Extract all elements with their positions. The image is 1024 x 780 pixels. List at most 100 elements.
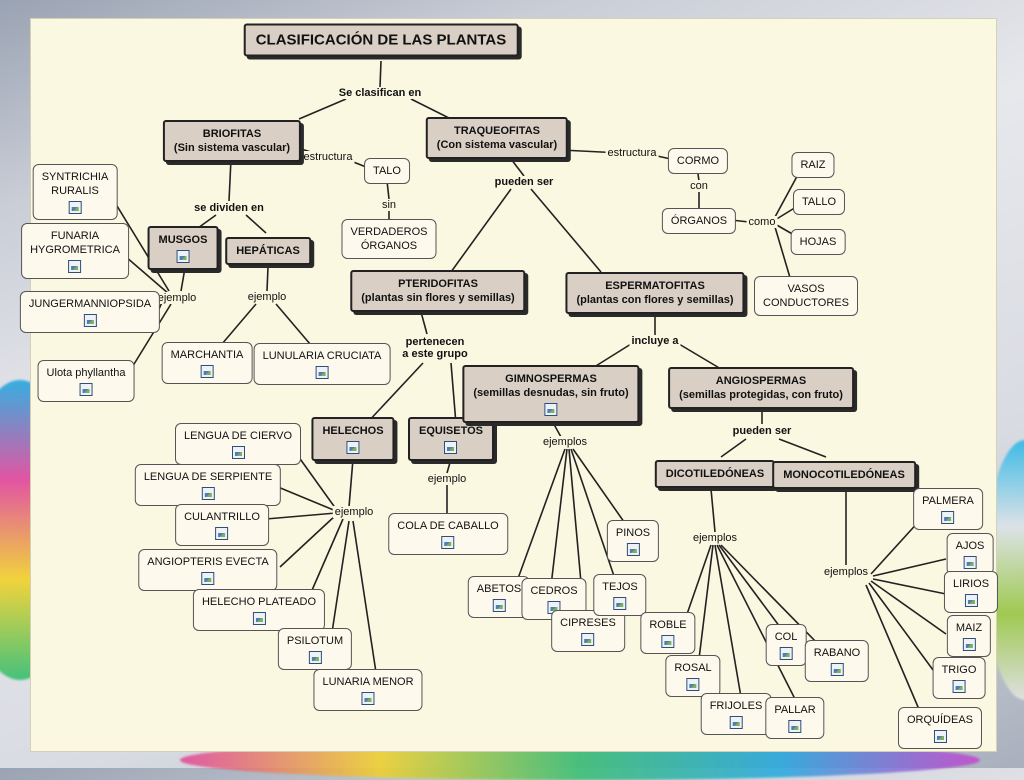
image-icon[interactable] [492, 599, 506, 612]
image-icon[interactable] [581, 633, 595, 646]
image-icon[interactable] [83, 314, 97, 327]
concept-helechos[interactable]: HELECHOS [311, 417, 395, 461]
leaf-trigo[interactable]: TRIGO [932, 657, 986, 699]
image-icon[interactable] [201, 487, 215, 500]
concept-espermatofitas[interactable]: ESPERMATOFITAS (plantas con flores y sem… [565, 272, 745, 314]
image-icon[interactable] [252, 612, 266, 625]
image-icon[interactable] [952, 680, 966, 693]
connector-line [774, 226, 792, 282]
image-icon[interactable] [661, 635, 675, 648]
connector-line [330, 520, 350, 640]
concept-monocotiledoneas[interactable]: MONOCOTILEDÓNEAS [772, 461, 916, 489]
leaf-talo[interactable]: TALO [364, 158, 410, 184]
concept-dicotiledoneas[interactable]: DICOTILEDÓNEAS [654, 460, 776, 488]
leaf-lengua-de-serpiente[interactable]: LENGUA DE SERPIENTE [134, 464, 282, 506]
connector-line [450, 362, 457, 425]
image-icon[interactable] [200, 365, 214, 378]
leaf-label: ORQUÍDEAS [906, 714, 974, 726]
leaf-verdaderos-organos[interactable]: VERDADEROS ÓRGANOS [341, 219, 437, 259]
concept-briofitas[interactable]: BRIOFITAS (Sin sistema vascular) [162, 120, 302, 162]
leaf-cipreses[interactable]: CIPRESES [551, 610, 625, 652]
leaf-frijoles[interactable]: FRIJOLES [700, 693, 772, 735]
leaf-organos[interactable]: ÓRGANOS [661, 208, 737, 234]
image-icon[interactable] [68, 201, 82, 214]
connector-line [515, 448, 566, 585]
image-icon[interactable] [941, 511, 955, 524]
link-label: ejemplo [245, 291, 289, 303]
image-icon[interactable] [962, 638, 976, 651]
image-icon[interactable] [215, 527, 229, 540]
concept-equisetos[interactable]: EQUISETOS [408, 417, 494, 461]
image-icon[interactable] [613, 597, 627, 610]
image-icon[interactable] [231, 446, 245, 459]
leaf-funaria[interactable]: FUNARIA HYGROMETRICA [21, 223, 129, 279]
leaf-label: LENGUA DE SERPIENTE [143, 471, 273, 483]
leaf-rabano[interactable]: RABANO [804, 640, 870, 682]
leaf-orquideas[interactable]: ORQUÍDEAS [897, 707, 983, 749]
leaf-col[interactable]: COL [765, 624, 807, 666]
leaf-lunaria-menor[interactable]: LUNARIA MENOR [313, 669, 423, 711]
leaf-cola-de-caballo[interactable]: COLA DE CABALLO [388, 513, 508, 555]
image-icon[interactable] [308, 651, 322, 664]
image-icon[interactable] [176, 250, 190, 263]
concept-musgos[interactable]: MUSGOS [147, 226, 219, 270]
leaf-pallar[interactable]: PALLAR [765, 697, 825, 739]
image-icon[interactable] [361, 692, 375, 705]
image-icon[interactable] [544, 403, 558, 416]
leaf-psilotum[interactable]: PSILOTUM [277, 628, 353, 670]
image-icon[interactable] [686, 678, 700, 691]
leaf-palmera[interactable]: PALMERA [913, 488, 983, 530]
leaf-roble[interactable]: ROBLE [640, 612, 696, 654]
leaf-lunularia[interactable]: LUNULARIA CRUCIATA [253, 343, 391, 385]
leaf-rosal[interactable]: ROSAL [665, 655, 721, 697]
image-icon[interactable] [626, 543, 640, 556]
concept-gimnospermas[interactable]: GIMNOSPERMAS (semillas desnudas, sin fru… [462, 365, 640, 423]
leaf-hojas[interactable]: HOJAS [790, 229, 846, 255]
concept-pteridofitas[interactable]: PTERIDOFITAS (plantas sin flores y semil… [350, 270, 526, 312]
leaf-lirios[interactable]: LIRIOS [943, 571, 999, 613]
connector-line [365, 362, 424, 425]
image-icon[interactable] [315, 366, 329, 379]
connector-line [778, 438, 827, 458]
concept-traqueofitas[interactable]: TRAQUEOFITAS (Con sistema vascular) [425, 117, 569, 159]
image-icon[interactable] [964, 594, 978, 607]
leaf-abetos[interactable]: ABETOS [467, 576, 531, 618]
image-icon[interactable] [788, 720, 802, 733]
connector-line [570, 448, 617, 583]
image-icon[interactable] [201, 572, 215, 585]
concept-angiospermas[interactable]: ANGIOSPERMAS (semillas protegidas, con f… [668, 367, 854, 409]
image-icon[interactable] [346, 441, 360, 454]
link-label: sin [379, 199, 399, 211]
image-icon[interactable] [68, 260, 82, 273]
leaf-label: COL [774, 631, 798, 643]
image-icon[interactable] [963, 556, 977, 569]
connector-line [130, 303, 172, 370]
leaf-raiz[interactable]: RAIZ [791, 152, 835, 178]
connector-line [710, 488, 716, 533]
image-icon[interactable] [830, 663, 844, 676]
leaf-lengua-de-ciervo[interactable]: LENGUA DE CIERVO [175, 423, 301, 465]
image-icon[interactable] [779, 647, 793, 660]
leaf-ajos[interactable]: AJOS [946, 533, 994, 575]
leaf-helecho-plateado[interactable]: HELECHO PLATEADO [192, 589, 326, 631]
concept-hepaticas[interactable]: HEPÁTICAS [225, 237, 311, 265]
leaf-tejos[interactable]: TEJOS [593, 574, 647, 616]
leaf-ulota[interactable]: Ulota phyllantha [37, 360, 135, 402]
leaf-syntrichia[interactable]: SYNTRICHIA RURALIS [32, 164, 118, 220]
leaf-vasos-conductores[interactable]: VASOS CONDUCTORES [754, 276, 858, 316]
image-icon[interactable] [444, 441, 458, 454]
image-icon[interactable] [441, 536, 455, 549]
leaf-tallo[interactable]: TALLO [792, 189, 846, 215]
connector-line [872, 578, 947, 595]
leaf-pinos[interactable]: PINOS [606, 520, 660, 562]
image-icon[interactable] [729, 716, 743, 729]
leaf-marchantia[interactable]: MARCHANTIA [161, 342, 253, 384]
leaf-angiopteris[interactable]: ANGIOPTERIS EVECTA [138, 549, 278, 591]
leaf-label: ROSAL [674, 662, 712, 674]
image-icon[interactable] [933, 730, 947, 743]
image-icon[interactable] [79, 383, 93, 396]
leaf-jungermanniopsida[interactable]: JUNGERMANNIOPSIDA [19, 291, 161, 333]
leaf-cormo[interactable]: CORMO [667, 148, 729, 174]
leaf-maiz[interactable]: MAIZ [946, 615, 992, 657]
leaf-culantrillo[interactable]: CULANTRILLO [175, 504, 269, 546]
